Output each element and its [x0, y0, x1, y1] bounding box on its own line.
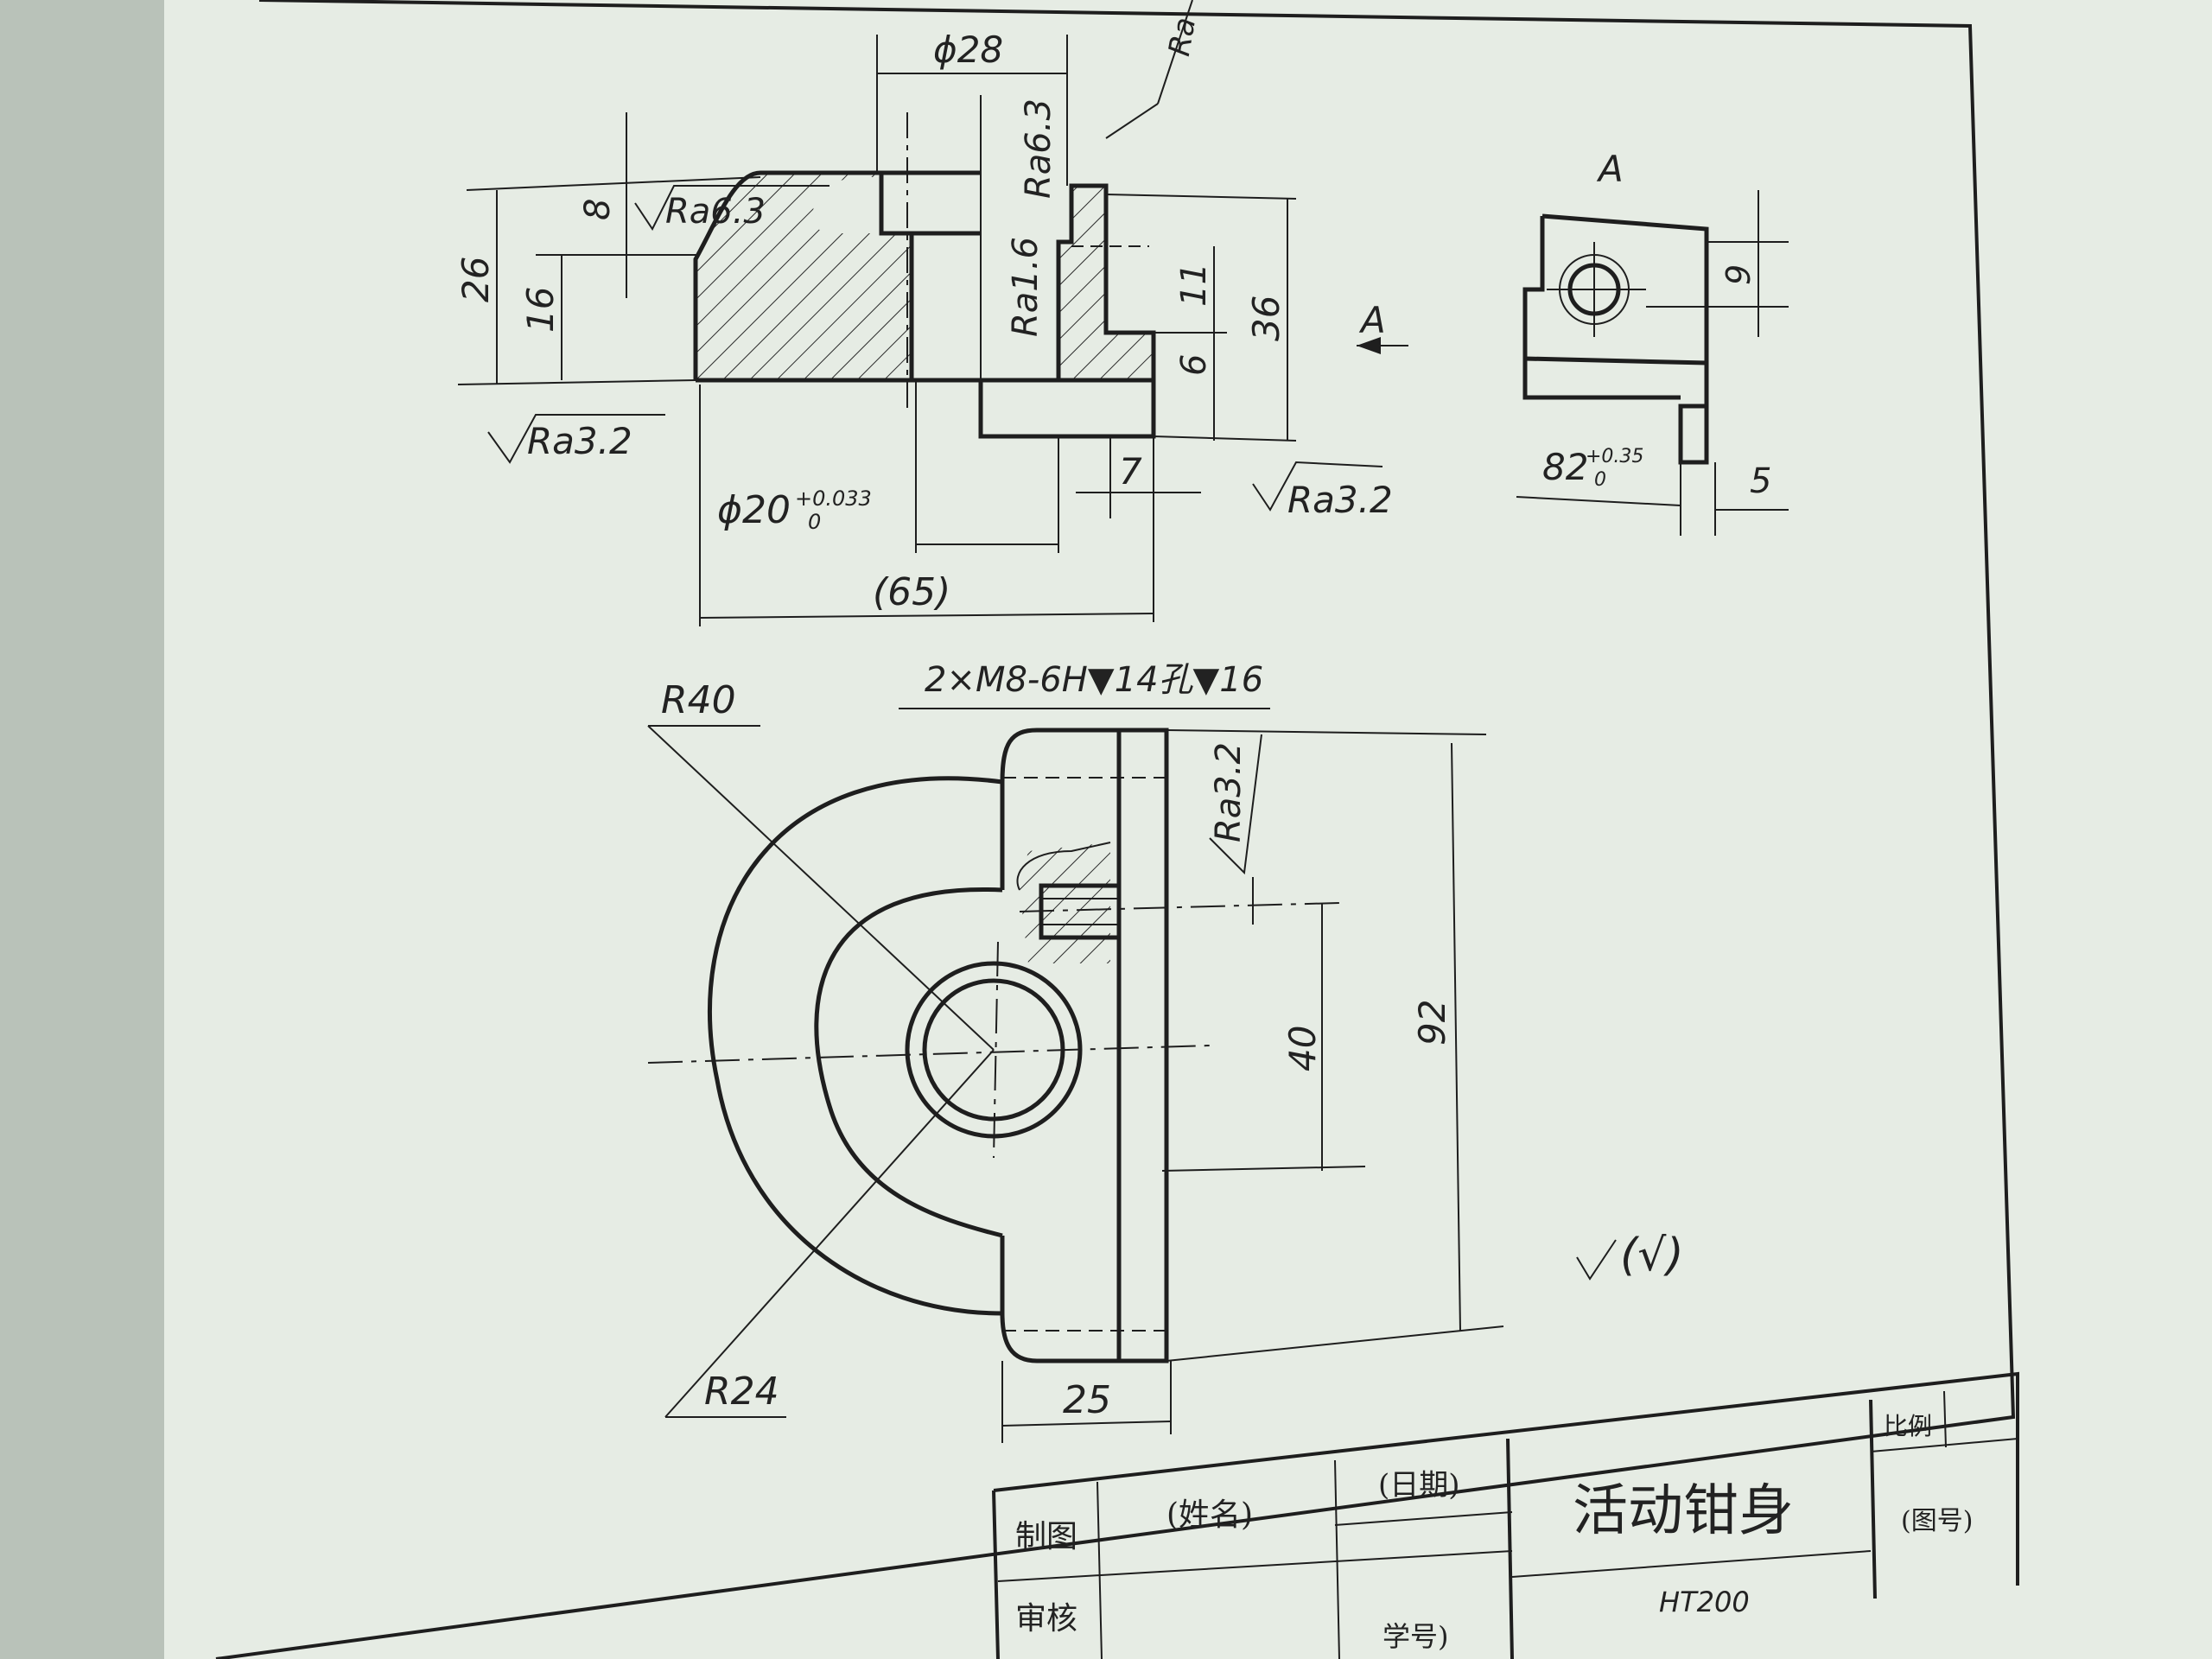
- tb-left-border: [992, 1490, 1000, 1659]
- tb-material: HT200: [1659, 1586, 1750, 1618]
- tb-scale-label: 比例: [1884, 1412, 1932, 1440]
- tb-name-label: (姓名): [1166, 1497, 1253, 1533]
- thread-hatch: [1020, 842, 1110, 963]
- leader-r24: [664, 1049, 995, 1418]
- tb-col-line-2: [1334, 1459, 1340, 1659]
- outer-arc-r40: [708, 776, 1003, 1316]
- tb-row-line-1: [997, 1550, 1513, 1582]
- ra-symbol-other: [1576, 1239, 1617, 1281]
- ext-92-top: [1166, 729, 1487, 735]
- dim-ra32-right: Ra3.2: [1287, 479, 1393, 521]
- center-line-top-v: [993, 941, 999, 1159]
- ext-26-top: [466, 176, 761, 191]
- tb-part-title: 活动钳身: [1573, 1479, 1794, 1543]
- leader-r40: [647, 725, 995, 1051]
- view-a-outline-right: [1541, 213, 1709, 465]
- dim-h16: 16: [519, 287, 562, 333]
- dim-w25: 25: [1063, 1378, 1111, 1422]
- dim-line-92: [1451, 742, 1461, 1332]
- dim-d20: ϕ20: [717, 488, 791, 532]
- ra-symbol-32-left: [487, 414, 665, 464]
- dim-r40: R40: [661, 678, 736, 722]
- ext-base: [457, 379, 696, 385]
- leader-ra-top: [1105, 103, 1159, 139]
- dim-h8: 8: [578, 199, 618, 220]
- outline-right: [1056, 183, 1156, 380]
- dim-ra16: Ra1.6: [1006, 237, 1046, 337]
- outline-left: [693, 170, 914, 380]
- dim-w7: 7: [1119, 450, 1142, 493]
- dim-d28: ϕ28: [933, 29, 1003, 71]
- dim-h92: 92: [1411, 1000, 1453, 1046]
- dim-w65: (65): [873, 570, 950, 614]
- thread-note: 2×M8-6H▼14孔▼16: [925, 660, 1263, 700]
- title-block: 制图 (姓名) (日期) 活动钳身 审核 比例 (图号) HT200 学号): [992, 1371, 2019, 1659]
- dim-h6: 6: [1174, 354, 1214, 376]
- ext-36-bot: [1153, 435, 1297, 442]
- dim-ra63-a: Ra6.3: [665, 192, 766, 232]
- tb-student-no: 学号): [1382, 1620, 1449, 1653]
- ra-symbol-63a: [634, 185, 830, 231]
- tb-col-line-1: [1096, 1481, 1103, 1659]
- inner-arc-r24: [814, 887, 1003, 1238]
- page-gutter: [0, 0, 164, 1659]
- view-a-dim-82: [1516, 496, 1681, 506]
- ext-36-top: [1105, 194, 1297, 200]
- top-view: 2×M8-6H▼14孔▼16 R40 R24 Ra3.2 40 92 25 (√…: [647, 660, 1684, 1443]
- view-a-label: A: [1596, 148, 1624, 190]
- tb-row-line-4: [1870, 1438, 2018, 1452]
- view-a-h9: 9: [1719, 264, 1758, 285]
- dim-line-65: [699, 613, 1154, 619]
- view-a-outline-left: [1522, 216, 1681, 400]
- rough-other: (√): [1620, 1230, 1684, 1281]
- view-a: A 9 82 +0.35 0 5: [1516, 148, 1789, 536]
- frame-border: [215, 0, 2016, 1659]
- dim-h40: 40: [1281, 1026, 1324, 1071]
- front-section-view: ϕ28 Ra Ra6.3 Ra6.3 8 26 16 Ra1.6 11 6 36…: [454, 0, 1408, 626]
- tb-col-line-5: [1943, 1390, 1947, 1448]
- dim-ra32-left: Ra3.2: [527, 420, 632, 462]
- view-a-w82-tol-low: 0: [1594, 469, 1606, 491]
- dim-r24: R24: [704, 1370, 779, 1414]
- tb-check-label: 审核: [1015, 1601, 1077, 1637]
- tb-row-line-2: [1334, 1511, 1513, 1526]
- dim-d20-tol-low: 0: [808, 510, 821, 534]
- center-line-thread: [1019, 902, 1340, 912]
- top-view-body: [1000, 728, 1169, 1363]
- tb-row-line-3: [1511, 1550, 1872, 1578]
- dim-d20-tol-up: +0.033: [795, 486, 872, 511]
- dim-h11: 11: [1174, 263, 1214, 307]
- view-a-w5: 5: [1750, 461, 1771, 501]
- ext-40-bot: [1161, 1166, 1366, 1172]
- ra-symbol-32-right: [1252, 461, 1383, 512]
- tb-col-line-3: [1506, 1438, 1514, 1659]
- section-label-a: A: [1358, 299, 1386, 341]
- view-a-w82: 82: [1542, 446, 1588, 488]
- bottom-plate: [978, 380, 1156, 439]
- dim-ra63-b: Ra6.3: [1019, 99, 1058, 199]
- ext-92-bot: [1166, 1325, 1504, 1362]
- view-a-w82-tol-up: +0.35: [1586, 446, 1643, 467]
- dim-h36: 36: [1245, 296, 1287, 341]
- ra-symbol-top: [1209, 734, 1262, 875]
- tb-drawn-label: 制图: [1015, 1519, 1077, 1554]
- thread-break-line: [1016, 842, 1111, 891]
- leader-ra-top-2: [1157, 0, 1193, 105]
- dim-h26: 26: [454, 257, 497, 302]
- tb-date-label: (日期): [1378, 1468, 1460, 1503]
- section-arrow-head: [1357, 337, 1381, 354]
- tb-top-border: [993, 1371, 2019, 1586]
- center-line-top-h: [647, 1045, 1211, 1064]
- view-a-inner-line: [1524, 356, 1707, 365]
- tb-col-line-4: [1869, 1399, 1877, 1599]
- dim-ra-top: Ra: [1162, 15, 1203, 59]
- hatch-left: [696, 173, 912, 380]
- dim-ra32-top: Ra3.2: [1209, 742, 1249, 842]
- dim-line-25: [1001, 1421, 1172, 1427]
- tb-drawing-no: (图号): [1901, 1506, 1973, 1536]
